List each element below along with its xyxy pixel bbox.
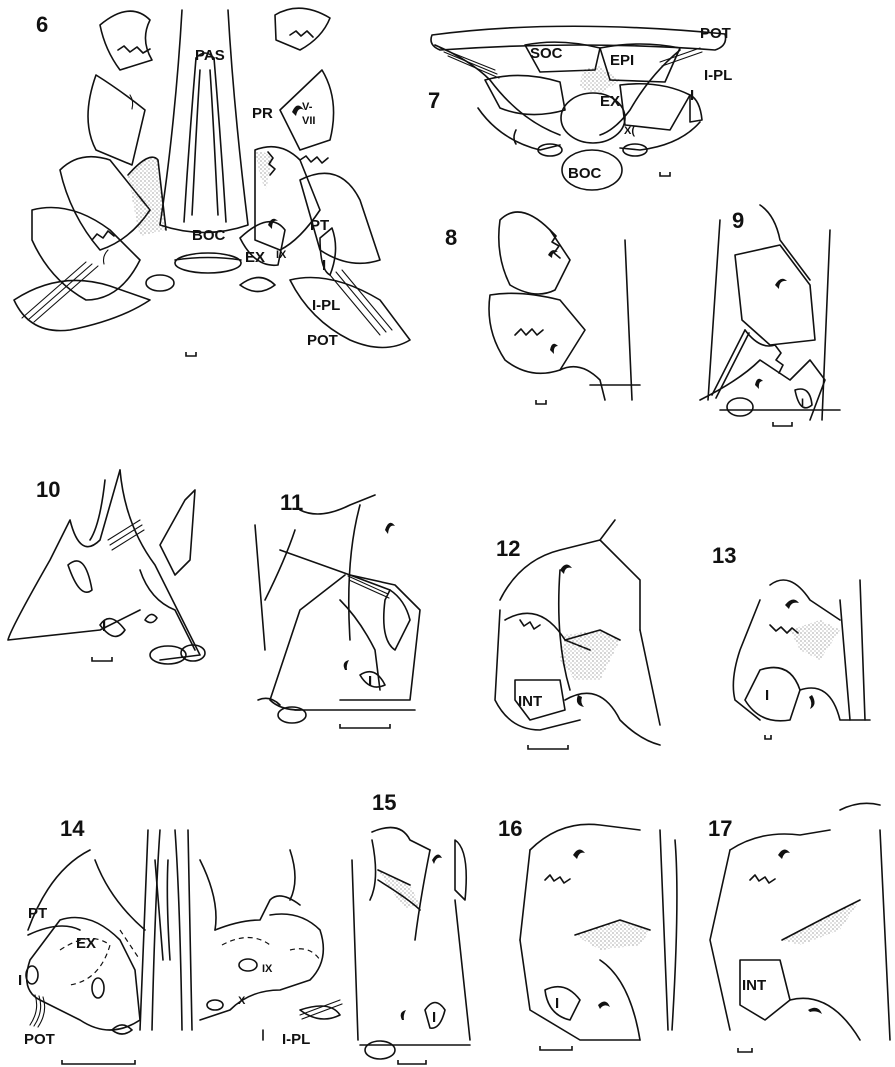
figure-6: 6	[14, 8, 410, 356]
label-7-pot: POT	[700, 25, 731, 42]
scale-bar-7	[660, 172, 670, 176]
figure-15: 15 I	[352, 790, 470, 1064]
label-14-pt: PT	[28, 905, 47, 922]
label-7-epi: EPI	[610, 52, 634, 69]
figure-number-8: 8	[445, 225, 457, 250]
figure-13: 13 I	[712, 543, 870, 739]
scale-bar-11	[340, 724, 390, 728]
label-17-int: INT	[742, 977, 766, 994]
figure-11: 11 I	[255, 490, 420, 728]
scale-bar-6	[186, 352, 196, 356]
label-7-i: I	[690, 87, 694, 104]
scale-bar-14	[62, 1060, 135, 1064]
label-7-ex: EX	[600, 93, 620, 110]
figure-16: 16 I	[498, 816, 677, 1050]
label-6-boc: BOC	[192, 227, 226, 244]
label-6-vii: VII	[302, 115, 315, 127]
label-7-boc: BOC	[568, 165, 602, 182]
scale-bar-9	[773, 422, 792, 426]
label-14-i: I	[18, 972, 22, 989]
figure-14: 14 PT I EX IX X POT I-	[18, 816, 342, 1064]
label-7-x: X(	[624, 125, 635, 137]
figure-number-16: 16	[498, 816, 522, 841]
label-6-ex: EX	[245, 249, 265, 266]
label-14-ipl: I-PL	[282, 1031, 310, 1048]
figure-7: 7 SOC EPI POT I-PL EX I X( BOC	[428, 25, 732, 190]
scale-bar-8	[536, 400, 546, 404]
label-7-soc: SOC	[530, 45, 563, 62]
figure-number-14: 14	[60, 816, 85, 841]
figure-number-15: 15	[372, 790, 396, 815]
label-16-i: I	[555, 995, 559, 1012]
figure-number-10: 10	[36, 477, 60, 502]
scale-bar-10	[92, 657, 112, 661]
scale-bar-12	[528, 745, 568, 749]
label-6-ipl: I-PL	[312, 297, 340, 314]
figure-17: 17 INT	[708, 803, 890, 1052]
scale-bar-16	[540, 1046, 572, 1050]
scale-bar-17	[738, 1048, 752, 1052]
label-12-int: INT	[518, 693, 542, 710]
label-15-i: I	[432, 1009, 436, 1026]
label-13-i: I	[765, 687, 769, 704]
figure-number-13: 13	[712, 543, 736, 568]
figure-number-11: 11	[280, 490, 303, 515]
label-14-x: X	[238, 995, 246, 1007]
figure-10: 10 I	[8, 470, 205, 664]
figure-number-6: 6	[36, 12, 48, 37]
label-6-pot: POT	[307, 332, 338, 349]
label-9-i: I	[801, 397, 804, 409]
figure-12: 12 INT	[495, 520, 660, 749]
label-14-pot: POT	[24, 1031, 55, 1048]
label-14-ex: EX	[76, 935, 96, 952]
figure-number-9: 9	[732, 208, 744, 233]
label-6-v: V-	[302, 101, 313, 113]
figure-number-17: 17	[708, 816, 732, 841]
label-6-ix: IX	[276, 249, 287, 261]
label-6-i: I	[322, 257, 326, 274]
label-14-ix: IX	[262, 963, 273, 975]
label-6-pas: PAS	[195, 47, 225, 64]
label-7-ipl: I-PL	[704, 67, 732, 84]
scale-bar-13	[765, 735, 771, 739]
scale-bar-15	[398, 1060, 426, 1064]
figure-8: 8	[445, 212, 640, 404]
label-10-i: I	[102, 618, 106, 635]
figure-9: 9 I	[700, 205, 840, 426]
label-11-i: I	[368, 673, 372, 690]
label-6-pt: PT	[310, 217, 329, 234]
figure-number-12: 12	[496, 536, 520, 561]
label-6-pr: PR	[252, 105, 273, 122]
figure-number-7: 7	[428, 88, 440, 113]
